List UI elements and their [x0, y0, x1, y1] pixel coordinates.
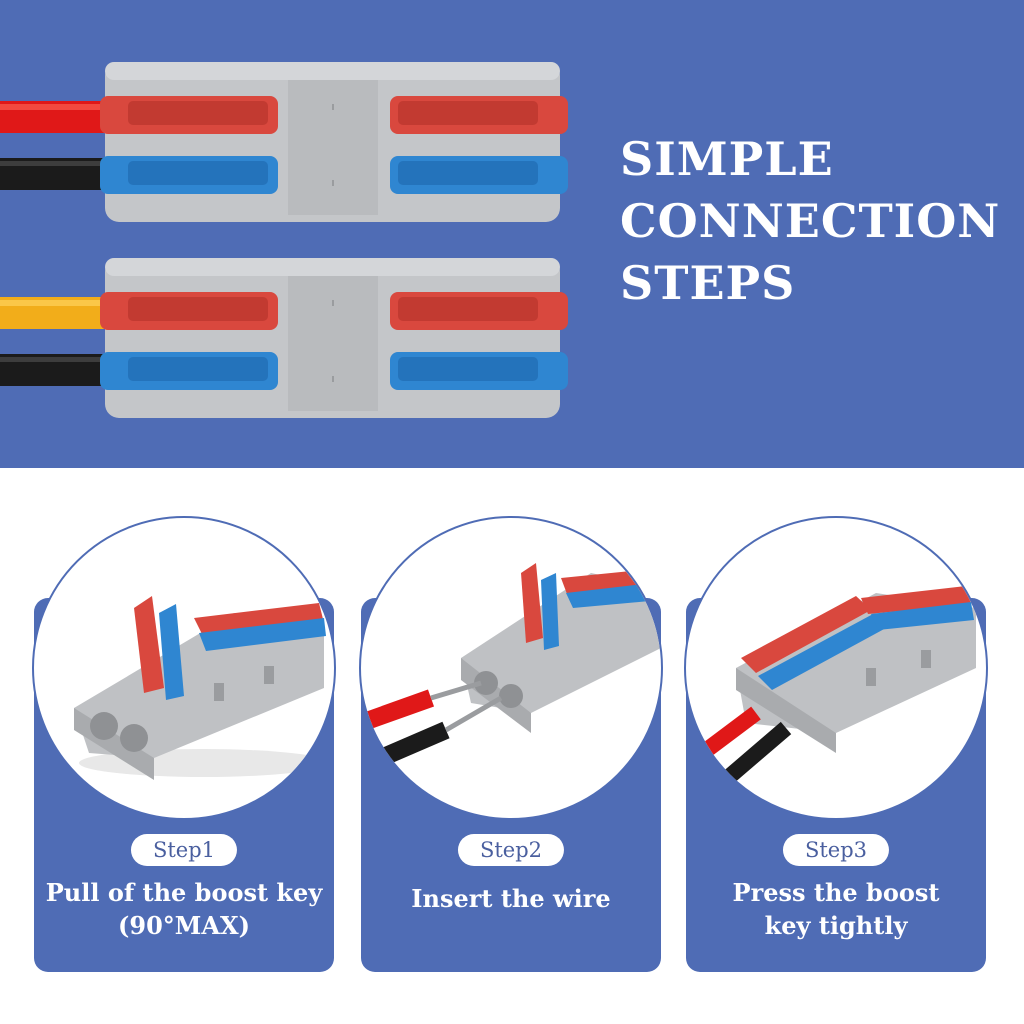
- step-description-line-2: (90°MAX): [118, 911, 250, 940]
- open-lever-connector-icon: [74, 596, 329, 780]
- headline-line-3: STEPS: [620, 256, 796, 310]
- step-label: Step1: [130, 834, 238, 866]
- hero-panel: SIMPLE CONNECTION STEPS: [0, 0, 1024, 468]
- step-label: Step2: [457, 834, 565, 866]
- step-description: Insert the wire: [361, 882, 661, 915]
- step-description-line-2: key tightly: [764, 911, 908, 940]
- step-image-circle: [32, 516, 336, 820]
- wire-yellow-icon: [0, 297, 112, 329]
- headline: SIMPLE CONNECTION STEPS: [620, 128, 1010, 314]
- step-image-circle: [684, 516, 988, 820]
- wire-black-icon: [0, 158, 112, 190]
- connector-2way-icon: [100, 62, 568, 222]
- step-image-circle: [359, 516, 663, 820]
- headline-line-2: CONNECTION: [620, 194, 1001, 248]
- step-description-line-1: Pull of the boost key: [45, 878, 323, 907]
- step-description-line-1: Press the boost: [732, 878, 940, 907]
- step-label: Step3: [782, 834, 890, 866]
- step-card-2: Step2 Insert the wire: [359, 516, 663, 972]
- wire-black-icon: [0, 354, 112, 386]
- step-description: Pull of the boost key (90°MAX): [34, 876, 334, 942]
- headline-line-1: SIMPLE: [620, 132, 834, 186]
- connectors-illustration: [0, 62, 568, 418]
- step-card-3: Step3 Press the boost key tightly: [684, 516, 988, 972]
- step-card-1: Step1 Pull of the boost key (90°MAX): [32, 516, 336, 972]
- connector-2way-icon: [100, 258, 568, 418]
- wire-red-icon: [0, 101, 112, 133]
- insert-wire-connector-icon: [361, 563, 661, 767]
- step-description-line-1: Insert the wire: [411, 884, 611, 913]
- step-description: Press the boost key tightly: [686, 876, 986, 942]
- closed-lever-connector-icon: [691, 586, 976, 795]
